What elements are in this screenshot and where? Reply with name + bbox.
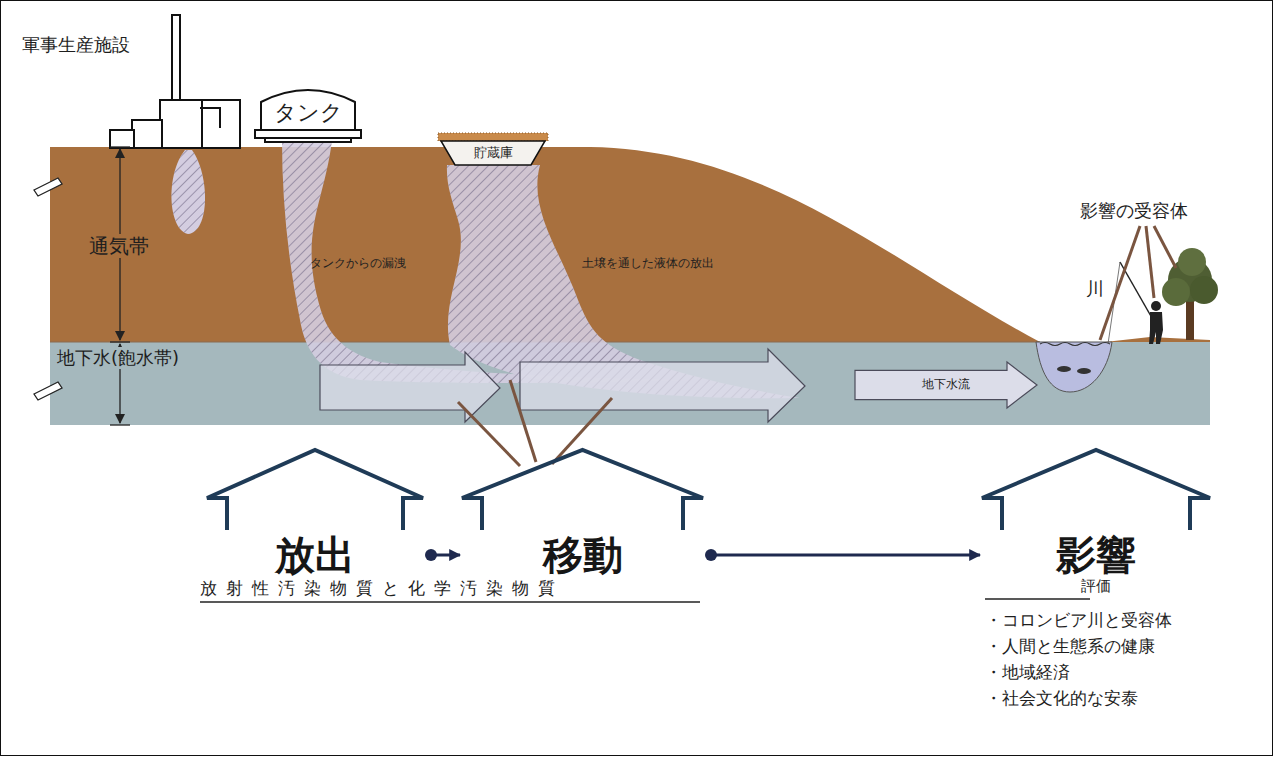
label: 土壌を通した液体の放出 <box>582 256 714 270</box>
fish <box>1057 366 1071 372</box>
flow-connector <box>425 549 460 561</box>
node-title: 移動 <box>543 532 623 578</box>
label: 地下水(飽水帯) <box>54 347 182 369</box>
label: ・地域経済 <box>985 662 1070 682</box>
label: タンクからの漏洩 <box>310 256 406 270</box>
flow-arrows <box>320 349 805 422</box>
flow-arrow-box: 地下水流 <box>855 362 1037 408</box>
node-subtitle: 評価 <box>1081 578 1111 595</box>
stage-house: 影響評価 <box>980 448 1212 594</box>
contaminant-plumes <box>171 133 800 398</box>
node-title: 地下水流 <box>922 378 970 392</box>
stage-house: 放出 <box>205 448 425 580</box>
label: 影響の受容体 <box>1080 200 1188 222</box>
underline <box>200 601 700 603</box>
label: ・コロンビア川と受容体 <box>985 610 1172 630</box>
flow-connector <box>705 549 980 561</box>
fisherman <box>1108 262 1163 344</box>
node-title: タンク <box>274 100 343 125</box>
label: 放射性汚染物質と化学汚染物質 <box>200 578 564 598</box>
label: 川 <box>1086 278 1104 300</box>
connector-dot <box>705 549 717 561</box>
label: ・人間と生態系の健康 <box>985 636 1155 656</box>
fish <box>1077 368 1091 374</box>
label: 軍事生産施設 <box>22 34 130 56</box>
river <box>1036 342 1112 392</box>
tank-box: タンク <box>255 84 361 142</box>
storage-box: 貯蔵庫 <box>441 141 545 165</box>
zone-dimensions <box>110 147 130 425</box>
stage-house: 移動 <box>460 448 705 580</box>
node-title: 放出 <box>275 532 355 578</box>
receptor-leaders <box>1100 226 1176 340</box>
label: ・社会文化的な安泰 <box>985 688 1138 708</box>
connector-dot <box>425 549 437 561</box>
underline <box>985 598 1090 600</box>
node-title: 影響 <box>1056 532 1136 578</box>
connector-line <box>711 554 980 557</box>
groundwater-zone <box>50 342 1210 425</box>
tree <box>1162 248 1218 340</box>
label: 通気帯 <box>86 234 152 258</box>
node-title: 貯蔵庫 <box>474 146 513 161</box>
water-ripple <box>1040 343 1110 346</box>
